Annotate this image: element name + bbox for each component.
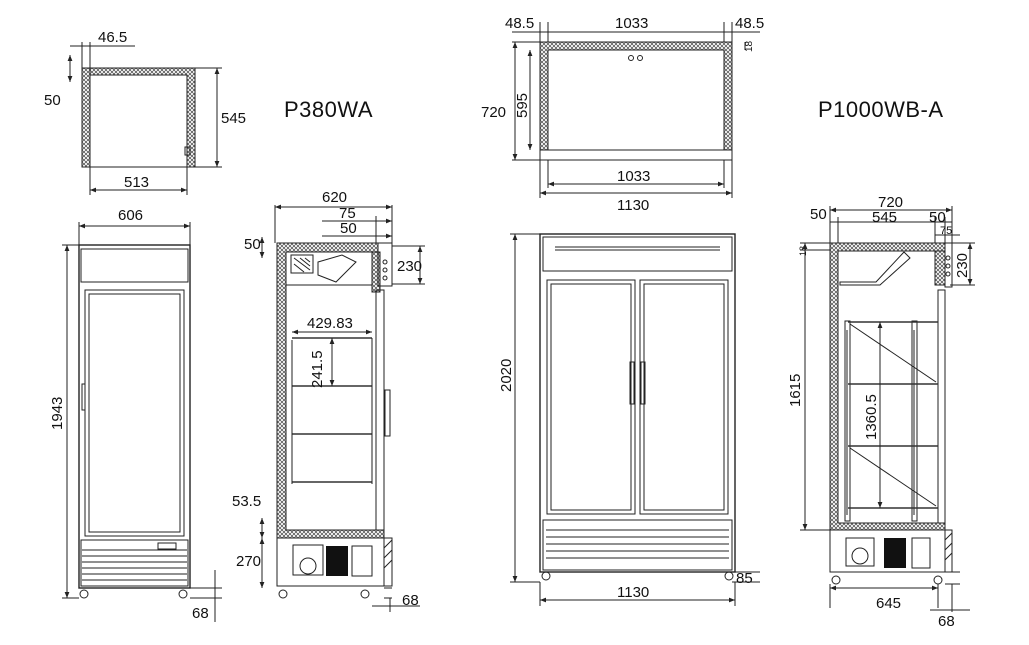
dim-p380-side-canopy: 230 [397,258,422,275]
dim-p1000-side-back-gap: 50 [810,206,827,223]
dim-p1000-side-front-gap: 50 [929,209,946,226]
dim-p380-top-depth: 545 [221,110,246,127]
dim-p1000-side-top-wall: 18 [798,246,808,256]
p1000-front-view: 2020 1130 85 [498,233,760,606]
dim-p1000-front-width: 1130 [617,584,649,601]
dim-p1000-top-right-wall: 48.5 [735,15,764,32]
dim-p1000-top-outer-width: 1130 [617,197,649,214]
dim-p380-side-bottom-wall: 53.5 [232,493,261,510]
p380-front-view: 606 1943 68 [49,207,222,622]
dim-p1000-top-inner-width-bottom: 1033 [617,168,650,185]
dim-p1000-side-shelf-span: 1360.5 [863,394,880,440]
dim-p380-front-foot: 68 [192,605,209,622]
dim-p1000-side-inner-height: 1615 [787,374,804,407]
dim-p380-side-door-depth: 75 [339,205,356,222]
dim-p1000-top-wall: 18 [744,40,755,52]
dim-p380-side-base-height: 270 [236,553,261,570]
dim-p1000-side-canopy: 230 [954,253,971,278]
dim-p380-side-shelf-pitch: 241.5 [309,350,326,388]
dim-p380-front-height: 1943 [49,397,66,430]
dim-p1000-side-base-depth: 645 [876,595,901,612]
dim-p1000-top-inner-width: 1033 [615,15,648,32]
dim-p380-side-foot: 68 [402,592,419,609]
dim-p380-side-shelf-depth: 429.83 [307,315,353,332]
model-title-p380wa: P380WA [284,97,373,122]
dim-p1000-side-foot: 68 [938,613,955,630]
p380-top-view: 46.5 50 545 513 [44,29,246,195]
dim-p1000-side-depth: 720 [878,194,903,211]
dim-p1000-top-left-wall: 48.5 [505,15,534,32]
dim-p1000-side-inner-depth: 545 [872,209,897,226]
dim-p380-top-offset: 50 [44,92,61,109]
dim-p1000-front-foot: 85 [736,570,753,587]
dim-p1000-front-height: 2020 [498,359,515,392]
dim-p380-top-inner-width: 513 [124,174,149,191]
dim-p380-top-wall: 46.5 [98,29,127,46]
dim-p380-front-width: 606 [118,207,143,224]
dim-p1000-top-total-depth: 720 [481,104,506,121]
model-title-p1000wb-a: P1000WB-A [818,97,944,122]
dim-p380-side-depth: 620 [322,189,347,206]
dim-p1000-side-door-depth: 75 [940,225,952,237]
p1000-top-view: 48.5 1033 48.5 18 720 595 1033 1130 [481,15,764,214]
dim-p1000-top-inner-depth: 595 [514,93,531,118]
p1000-side-view: 720 50 545 50 75 230 18 [787,194,975,630]
dim-p380-side-door-gap: 50 [340,220,357,237]
p380-side-view: 620 75 50 50 230 [232,189,425,612]
dim-p380-side-top-wall: 50 [244,236,261,253]
